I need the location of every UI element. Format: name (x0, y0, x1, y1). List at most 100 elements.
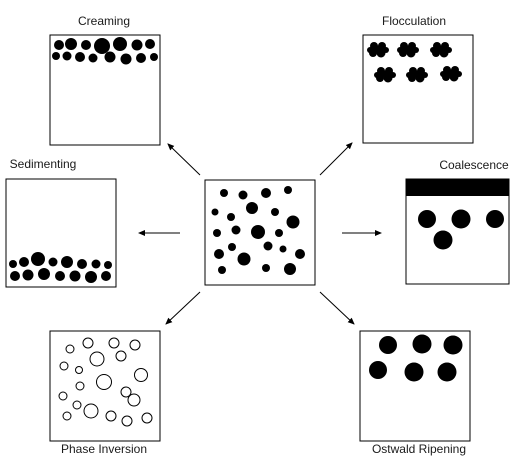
droplet (10, 271, 20, 281)
droplet (220, 189, 228, 197)
panel-sedimenting (5, 178, 117, 288)
droplet (271, 208, 279, 216)
droplet (59, 361, 69, 371)
droplet (218, 266, 226, 274)
droplet (91, 259, 101, 269)
droplet (379, 336, 397, 354)
droplet (75, 52, 85, 62)
droplet (72, 400, 82, 410)
droplet (413, 47, 419, 53)
droplet (262, 264, 270, 272)
droplet (89, 351, 105, 367)
droplet (22, 269, 34, 281)
droplet (437, 45, 445, 53)
droplet (62, 411, 72, 421)
droplet (251, 225, 265, 239)
droplets-creaming (52, 37, 158, 65)
droplet (104, 261, 112, 269)
droplet (443, 335, 463, 355)
droplet (418, 210, 436, 228)
droplet (404, 45, 412, 53)
droplet (77, 259, 87, 269)
droplet (141, 412, 153, 424)
droplet (231, 225, 241, 235)
droplet (55, 271, 65, 281)
droplet (134, 368, 148, 382)
droplet (374, 72, 380, 78)
droplet (62, 51, 72, 61)
droplet (104, 51, 116, 63)
droplet (54, 40, 64, 50)
droplet (214, 249, 224, 259)
droplets-flocculation (367, 42, 462, 83)
droplet (19, 257, 29, 267)
droplet (279, 245, 287, 253)
droplet (440, 71, 446, 77)
droplets-center-emulsion (211, 186, 305, 275)
droplet (284, 263, 296, 275)
droplets-ostwald-ripening (369, 334, 463, 382)
droplet (238, 190, 248, 200)
droplet (367, 47, 373, 53)
droplet (61, 256, 73, 268)
droplet (48, 257, 58, 267)
droplet (75, 366, 83, 374)
droplet (433, 230, 453, 250)
droplet (131, 39, 143, 51)
droplet (83, 403, 99, 419)
droplet (430, 47, 436, 53)
arrow-to-phase-inversion (165, 291, 201, 325)
droplet (101, 271, 111, 281)
droplet (227, 213, 235, 221)
droplet (113, 37, 127, 51)
droplet (406, 72, 412, 78)
droplet (96, 374, 112, 390)
droplet (237, 252, 251, 266)
droplet (31, 252, 45, 266)
droplet (150, 53, 158, 61)
droplet (65, 38, 77, 50)
droplets-coalescence (418, 209, 504, 250)
label-creaming: Creaming (77, 14, 131, 28)
droplet (447, 69, 455, 77)
droplet (85, 271, 97, 283)
droplets-phase-inversion (58, 337, 153, 427)
droplet (275, 229, 283, 237)
droplet (437, 362, 457, 382)
droplet (263, 241, 273, 251)
label-coalescence: Coalescence (439, 158, 509, 172)
droplet (75, 381, 85, 391)
droplet (129, 339, 141, 351)
droplet (286, 215, 300, 229)
droplet (81, 40, 91, 50)
droplet (108, 337, 120, 349)
droplet (136, 53, 146, 63)
droplet (121, 415, 133, 427)
label-ostwald-ripening: Ostwald Ripening (371, 442, 467, 456)
droplet (422, 72, 428, 78)
droplet (65, 344, 75, 354)
droplet (446, 47, 452, 53)
droplet (145, 39, 155, 49)
droplet (120, 53, 132, 65)
droplet (38, 268, 50, 280)
droplet (295, 249, 305, 259)
label-sedimenting: Sedimenting (9, 157, 77, 171)
droplet (284, 186, 292, 194)
droplet (127, 393, 141, 407)
label-phase-inversion: Phase Inversion (60, 442, 148, 456)
droplet (115, 350, 127, 362)
droplet (397, 47, 403, 53)
droplet (88, 53, 98, 63)
label-flocculation: Flocculation (381, 14, 447, 28)
droplet (413, 70, 421, 78)
panel-coalescence (405, 178, 510, 285)
droplet (58, 391, 68, 401)
droplet (261, 188, 271, 198)
arrow-to-ostwald-ripening (319, 291, 355, 325)
droplets-sedimenting (9, 252, 112, 283)
droplet (404, 362, 424, 382)
droplet (211, 208, 219, 216)
droplet (213, 229, 221, 237)
